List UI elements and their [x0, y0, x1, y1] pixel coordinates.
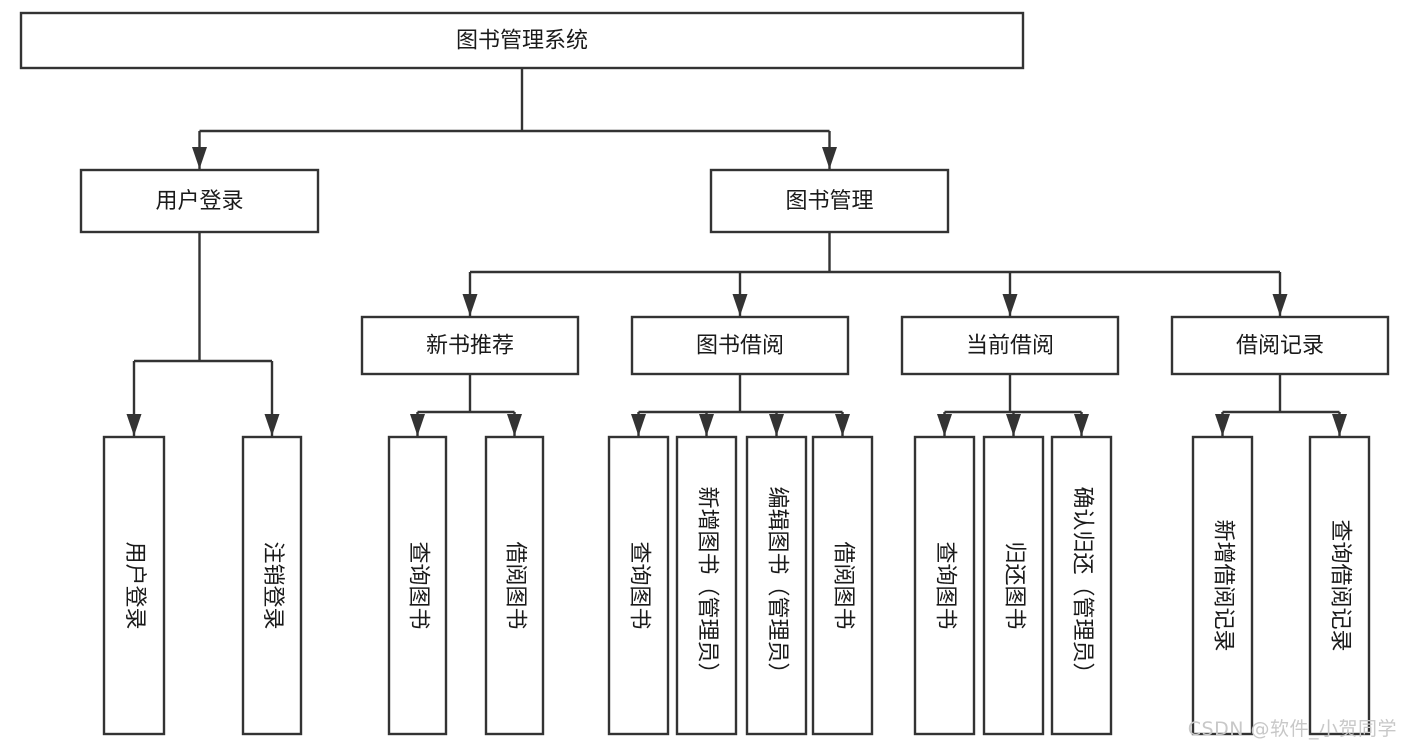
- node-group: 图书管理系统用户登录图书管理新书推荐图书借阅当前借阅借阅记录用户登录注销登录查询…: [19, 11, 1390, 736]
- node-leaf-add-book[interactable]: 新增图书（管理员）: [675, 435, 738, 736]
- node-current-borrow-label: 当前借阅: [966, 334, 1054, 359]
- node-leaf-query-book-1-box[interactable]: [387, 435, 448, 736]
- node-leaf-edit-book[interactable]: 编辑图书（管理员）: [745, 435, 808, 736]
- node-new-book-recommend-box[interactable]: [360, 315, 580, 376]
- arrow-head-icon-leaf-query-book-3: [937, 414, 952, 436]
- arrow-head-icon-leaf-query-book-2: [631, 414, 646, 436]
- node-book-borrow-box[interactable]: [630, 315, 850, 376]
- node-leaf-query-record-label: 查询借阅记录: [1328, 519, 1353, 651]
- node-user-login-box[interactable]: [79, 168, 320, 234]
- arrow-head-icon-leaf-return-book: [1006, 414, 1021, 436]
- node-leaf-query-record-box[interactable]: [1308, 435, 1371, 736]
- node-leaf-add-book-label: 新增图书（管理员）: [695, 486, 720, 684]
- node-user-login-label: 用户登录: [155, 189, 243, 214]
- node-leaf-edit-book-label: 编辑图书（管理员）: [765, 486, 790, 684]
- arrow-head-icon-book-borrow: [732, 294, 748, 316]
- watermark-text: CSDN @软件_小贺同学: [1187, 718, 1397, 740]
- node-leaf-confirm-return-box[interactable]: [1050, 435, 1113, 736]
- arrow-head-icon-leaf-user-logout: [264, 414, 280, 436]
- arrow-head-icon-leaf-add-book: [699, 414, 714, 436]
- node-leaf-query-book-2[interactable]: 查询图书: [607, 435, 670, 736]
- arrow-head-icon-leaf-borrow-book-1: [507, 414, 522, 436]
- node-leaf-query-book-3-box[interactable]: [913, 435, 976, 736]
- node-leaf-query-book-3[interactable]: 查询图书: [913, 435, 976, 736]
- arrow-head-icon-current-borrow: [1002, 294, 1018, 316]
- node-book-borrow[interactable]: 图书借阅: [630, 315, 850, 376]
- node-leaf-return-book[interactable]: 归还图书: [982, 435, 1045, 736]
- node-new-book-recommend[interactable]: 新书推荐: [360, 315, 580, 376]
- node-root-system[interactable]: 图书管理系统: [19, 11, 1025, 70]
- arrow-head-icon-borrow-record: [1272, 294, 1288, 316]
- node-leaf-add-record-label: 新增借阅记录: [1211, 519, 1236, 651]
- node-leaf-query-record[interactable]: 查询借阅记录: [1308, 435, 1371, 736]
- node-leaf-borrow-book-1-box[interactable]: [484, 435, 545, 736]
- node-leaf-query-book-1-label: 查询图书: [406, 541, 431, 629]
- node-current-borrow-box[interactable]: [900, 315, 1120, 376]
- node-leaf-user-logout[interactable]: 注销登录: [241, 435, 303, 736]
- node-leaf-confirm-return-label: 确认归还（管理员）: [1070, 486, 1095, 684]
- node-leaf-add-book-box[interactable]: [675, 435, 738, 736]
- node-leaf-borrow-book-2-label: 借阅图书: [831, 541, 856, 629]
- node-leaf-user-login-box[interactable]: [102, 435, 166, 736]
- node-book-manage[interactable]: 图书管理: [709, 168, 950, 234]
- node-leaf-query-book-3-label: 查询图书: [933, 541, 958, 629]
- node-current-borrow[interactable]: 当前借阅: [900, 315, 1120, 376]
- node-leaf-borrow-book-2-box[interactable]: [811, 435, 874, 736]
- node-borrow-record-label: 借阅记录: [1236, 334, 1324, 359]
- node-book-manage-label: 图书管理: [785, 189, 873, 214]
- arrow-head-icon-book-manage: [822, 147, 837, 169]
- arrow-head-icon-leaf-query-book-1: [410, 414, 425, 436]
- arrow-head-icon-leaf-edit-book: [769, 414, 784, 436]
- node-leaf-return-book-label: 归还图书: [1002, 541, 1027, 629]
- node-leaf-borrow-book-2[interactable]: 借阅图书: [811, 435, 874, 736]
- arrow-head-icon-leaf-query-record: [1332, 414, 1347, 436]
- arrow-head-icon-leaf-borrow-book-2: [835, 414, 850, 436]
- arrow-head-icon-user-login: [192, 147, 207, 169]
- node-leaf-query-book-1[interactable]: 查询图书: [387, 435, 448, 736]
- node-leaf-query-book-2-box[interactable]: [607, 435, 670, 736]
- node-leaf-edit-book-box[interactable]: [745, 435, 808, 736]
- node-borrow-record-box[interactable]: [1170, 315, 1390, 376]
- node-leaf-user-logout-label: 注销登录: [260, 541, 285, 629]
- arrow-head-icon-new-book-recommend: [462, 294, 478, 316]
- node-leaf-add-record[interactable]: 新增借阅记录: [1191, 435, 1254, 736]
- connector-lines: [126, 68, 1347, 436]
- node-book-borrow-label: 图书借阅: [696, 334, 784, 359]
- node-leaf-confirm-return[interactable]: 确认归还（管理员）: [1050, 435, 1113, 736]
- node-leaf-borrow-book-1[interactable]: 借阅图书: [484, 435, 545, 736]
- arrow-head-icon-leaf-add-record: [1215, 414, 1230, 436]
- node-leaf-borrow-book-1-label: 借阅图书: [503, 541, 528, 629]
- arrow-head-icon-leaf-user-login: [126, 414, 142, 436]
- node-new-book-recommend-label: 新书推荐: [426, 334, 514, 359]
- node-root-system-box[interactable]: [19, 11, 1025, 70]
- node-leaf-user-login-label: 用户登录: [122, 541, 147, 629]
- node-root-system-label: 图书管理系统: [456, 29, 588, 54]
- node-user-login[interactable]: 用户登录: [79, 168, 320, 234]
- node-leaf-return-book-box[interactable]: [982, 435, 1045, 736]
- node-leaf-user-login[interactable]: 用户登录: [102, 435, 166, 736]
- node-leaf-query-book-2-label: 查询图书: [627, 541, 652, 629]
- node-book-manage-box[interactable]: [709, 168, 950, 234]
- node-borrow-record[interactable]: 借阅记录: [1170, 315, 1390, 376]
- node-leaf-add-record-box[interactable]: [1191, 435, 1254, 736]
- arrow-head-icon-leaf-confirm-return: [1074, 414, 1089, 436]
- node-leaf-user-logout-box[interactable]: [241, 435, 303, 736]
